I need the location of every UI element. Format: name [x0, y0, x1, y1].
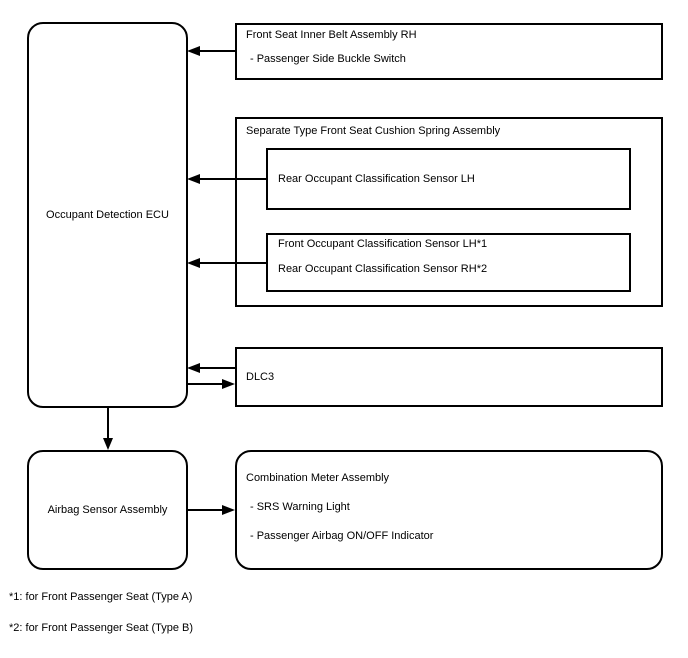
airbag-sensor-assembly-box: Airbag Sensor Assembly	[27, 450, 188, 570]
dlc3-label: DLC3	[246, 371, 275, 383]
arrow-ecu-to-airbag-head	[103, 438, 113, 450]
combination-meter-title: Combination Meter Assembly	[246, 472, 390, 484]
arrow-dlc3-to-ecu-line	[199, 367, 235, 369]
arrow-airbag-to-meter-line	[187, 509, 223, 511]
cushion-spring-assembly-title: Separate Type Front Seat Cushion Spring …	[246, 125, 501, 137]
arrow-ecu-to-airbag-line	[107, 408, 109, 439]
arrow-sensor2-to-ecu-line	[199, 262, 266, 264]
footnote-type-a: *1: for Front Passenger Seat (Type A)	[9, 591, 193, 603]
rear-occupant-sensor-lh-box: Rear Occupant Classification Sensor LH	[266, 148, 631, 210]
rear-occupant-sensor-lh-label: Rear Occupant Classification Sensor LH	[278, 173, 475, 185]
front-occupant-sensor-lh-label: Front Occupant Classification Sensor LH*…	[278, 238, 488, 250]
passenger-side-buckle-switch-label: - Passenger Side Buckle Switch	[250, 53, 406, 65]
front-seat-inner-belt-title: Front Seat Inner Belt Assembly RH	[246, 29, 417, 41]
rear-occupant-sensor-rh-label: Rear Occupant Classification Sensor RH*2	[278, 263, 488, 275]
arrow-sensor2-to-ecu-head	[187, 258, 200, 268]
passenger-airbag-indicator-label: - Passenger Airbag ON/OFF Indicator	[250, 530, 434, 542]
front-rear-occupant-sensor-box: Front Occupant Classification Sensor LH*…	[266, 233, 631, 292]
front-seat-inner-belt-box: Front Seat Inner Belt Assembly RH - Pass…	[235, 23, 663, 80]
arrow-sensor1-to-ecu-head	[187, 174, 200, 184]
arrow-belt-to-ecu-line	[199, 50, 235, 52]
arrow-sensor1-to-ecu-line	[199, 178, 266, 180]
dlc3-box: DLC3	[235, 347, 663, 407]
arrow-dlc3-to-ecu-head	[187, 363, 200, 373]
footnote-type-b: *2: for Front Passenger Seat (Type B)	[9, 622, 194, 634]
arrow-ecu-to-dlc3-line	[187, 383, 223, 385]
arrow-ecu-to-dlc3-head	[222, 379, 235, 389]
srs-warning-light-label: - SRS Warning Light	[250, 501, 350, 513]
combination-meter-box: Combination Meter Assembly - SRS Warning…	[235, 450, 663, 570]
cushion-spring-assembly-box: Separate Type Front Seat Cushion Spring …	[235, 117, 663, 307]
occupant-detection-ecu-box: Occupant Detection ECU	[27, 22, 188, 408]
airbag-sensor-assembly-label: Airbag Sensor Assembly	[47, 504, 168, 516]
arrow-airbag-to-meter-head	[222, 505, 235, 515]
arrow-belt-to-ecu-head	[187, 46, 200, 56]
occupant-detection-ecu-label: Occupant Detection ECU	[46, 209, 169, 221]
